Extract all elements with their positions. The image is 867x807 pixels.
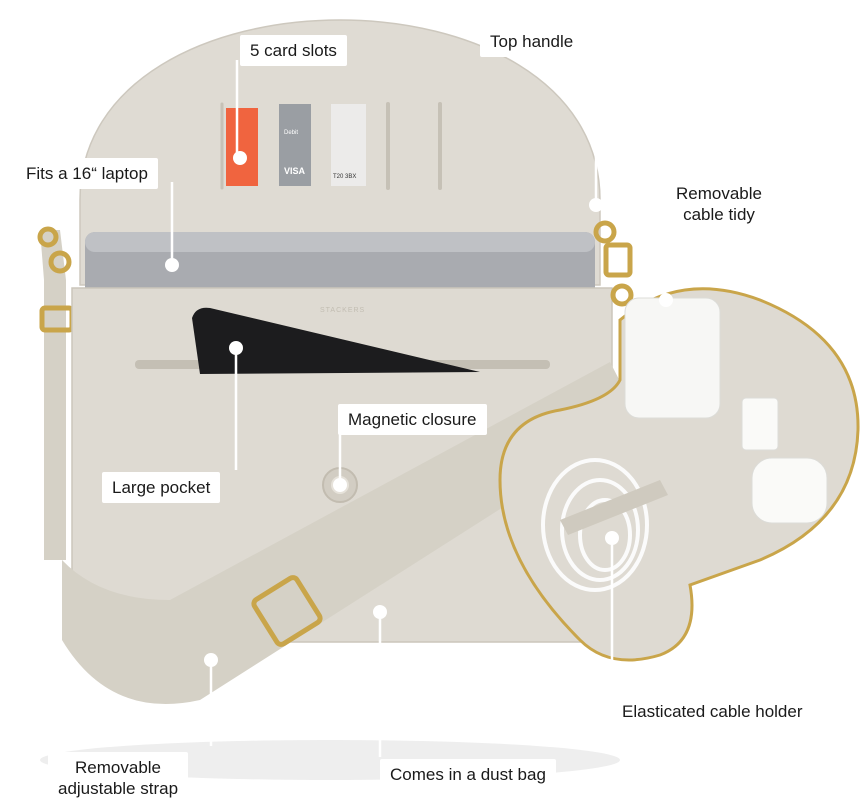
callouts: [165, 58, 673, 757]
label-removable-strap: Removable adjustable strap: [48, 752, 189, 804]
label-magnetic-closure: Magnetic closure: [338, 404, 487, 435]
strap: [62, 362, 640, 704]
earbuds-case: [751, 457, 828, 524]
label-fits-laptop: Fits a 16“ laptop: [16, 158, 158, 189]
strap-buckle: [251, 575, 323, 647]
card-orange: [226, 108, 258, 186]
strap-hardware-right: [593, 220, 634, 307]
label-top-handle: Top handle: [480, 26, 584, 57]
card-debit-text: Debit: [284, 130, 298, 136]
plug: [741, 397, 779, 451]
label-dust-bag: Comes in a dust bag: [380, 759, 556, 790]
cable-coil: [541, 458, 649, 592]
card-marble: [331, 104, 366, 186]
charger: [624, 297, 721, 419]
card-visa-text: VISA: [284, 166, 306, 176]
label-large-pocket: Large pocket: [102, 472, 221, 503]
cable-tidy: [498, 287, 860, 662]
brand-emboss: STACKERS: [320, 307, 365, 314]
card-debit: [279, 104, 311, 186]
label-elasticated-cable-holder: Elasticated cable holder: [612, 696, 813, 727]
card-marble-text: T20 3BX: [333, 174, 356, 180]
notebook: [192, 307, 480, 374]
label-removable-cable-tidy: Removable cable tidy: [666, 178, 772, 230]
label-card-slots: 5 card slots: [240, 35, 347, 66]
card-slots: Debit VISA T20 3BX: [220, 102, 442, 190]
